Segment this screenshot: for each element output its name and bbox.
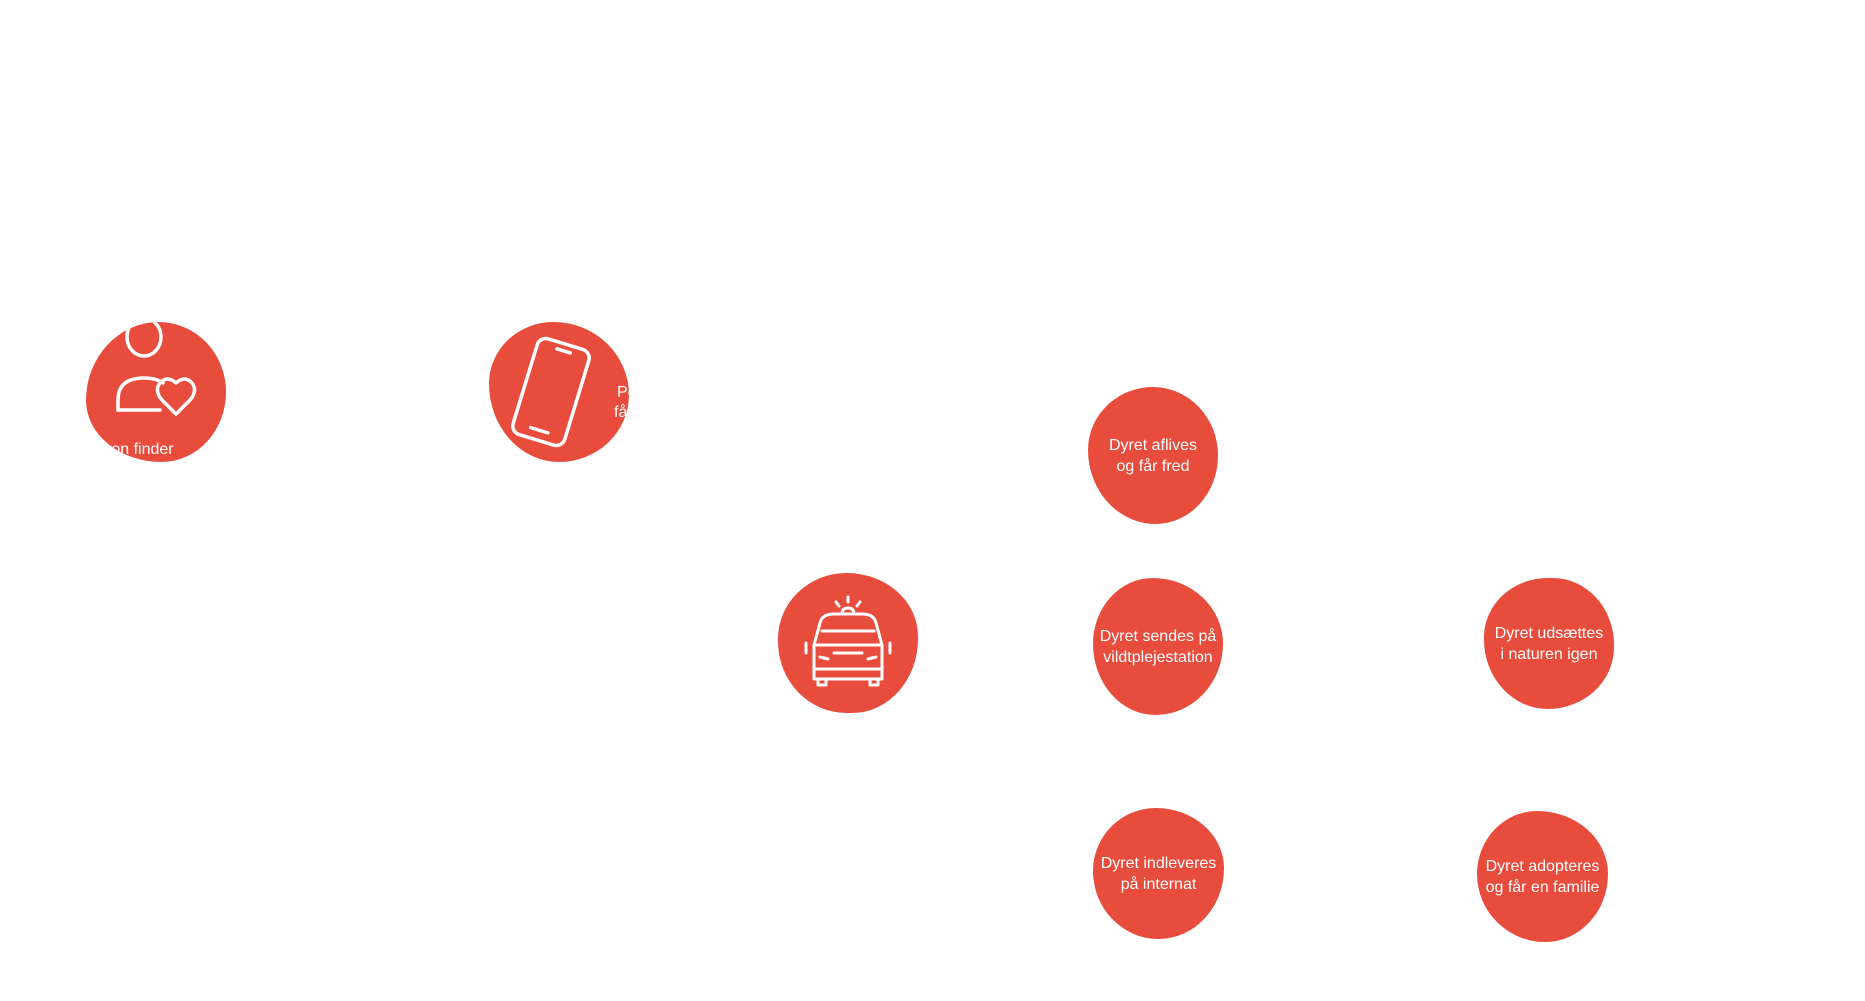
person-heart-icon (116, 322, 197, 416)
node-released: Dyret udsættes i naturen igen (1484, 578, 1614, 709)
node-euthanized: Dyret aflives og får fred (1088, 387, 1218, 524)
phone-icon (511, 336, 591, 448)
node-wildlife-station: Dyret sendes på vildtplejestation (1093, 578, 1223, 715)
node-car (778, 573, 918, 713)
node-phone-label-line1: Pe (617, 384, 629, 401)
node-phone-label-line2: få (614, 404, 628, 421)
node-wildlife-station-label: Dyret sendes på vildtplejestation (1099, 627, 1217, 666)
node-shelter-label: Dyret indleveres på internat (1100, 854, 1217, 893)
node-shelter: Dyret indleveres på internat (1093, 808, 1224, 939)
node-adopted-label: Dyret adopteres og får en familie (1485, 857, 1600, 896)
node-euthanized-label: Dyret aflives og får fred (1108, 436, 1198, 475)
node-person-finds: rson finder (86, 322, 226, 462)
animal-ambulance-car-icon (804, 595, 892, 687)
node-phone: Pe få (489, 322, 629, 462)
node-released-label: Dyret udsættes i naturen igen (1494, 624, 1604, 663)
node-person-finds-label: rson finder (98, 441, 174, 458)
node-adopted: Dyret adopteres og får en familie (1477, 811, 1608, 942)
